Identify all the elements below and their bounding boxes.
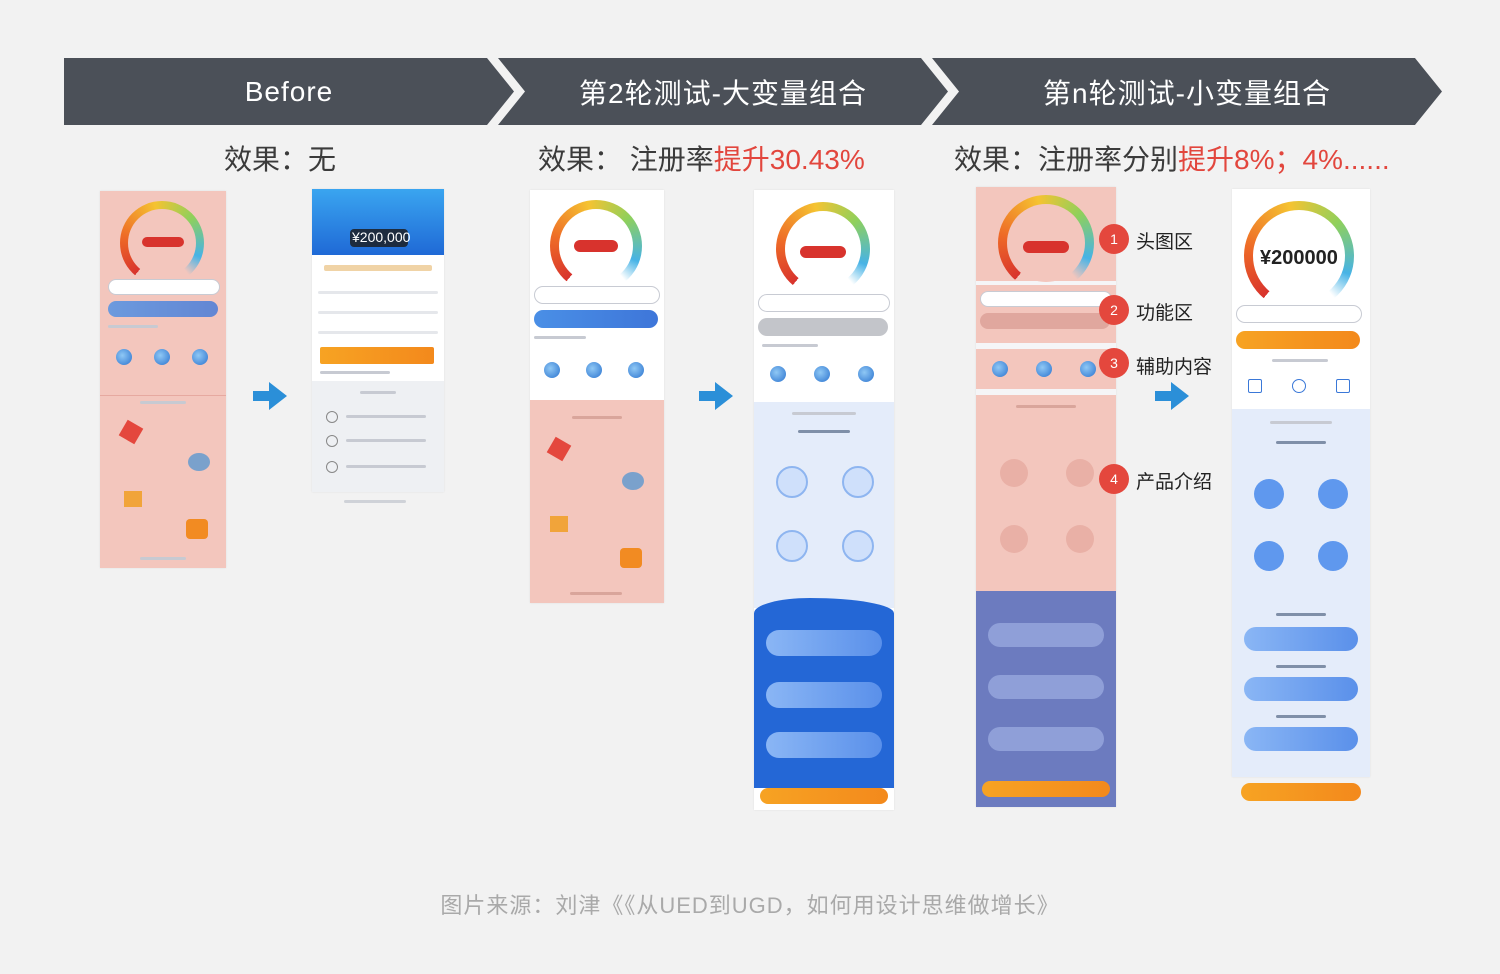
calc-button[interactable] bbox=[108, 301, 218, 317]
final-apply-button[interactable] bbox=[1241, 783, 1361, 801]
effect-roundn-prefix: 效果：注册率分别 bbox=[954, 144, 1179, 175]
calc-button[interactable] bbox=[534, 310, 658, 328]
image-source-caption: 图片来源：刘津《《从UED到UGD，如何用设计思维做增长》 bbox=[440, 893, 1060, 918]
calc-button[interactable] bbox=[1236, 331, 1360, 349]
apply-button[interactable] bbox=[982, 781, 1110, 797]
phone-input-field[interactable] bbox=[758, 294, 890, 312]
effect-round2-highlight: 提升30.43% bbox=[713, 144, 865, 175]
header-roundn: 第n轮测试-小变量组合 bbox=[932, 58, 1442, 125]
phone-before-a bbox=[100, 191, 226, 568]
effect-before: 效果：无 bbox=[224, 144, 337, 175]
arrow-right-icon bbox=[1155, 382, 1189, 410]
annotation-label-2: 功能区 bbox=[1136, 303, 1194, 324]
phone-roundn-b: ¥200000 bbox=[1232, 189, 1370, 777]
effect-roundn: 效果：注册率分别提升8%；4%...... bbox=[954, 138, 1390, 178]
header-round2: 第2轮测试-大变量组合 bbox=[498, 58, 948, 125]
phone-round2-b bbox=[754, 190, 894, 810]
arrow-right-icon bbox=[699, 382, 733, 410]
phone-input-field[interactable] bbox=[1236, 305, 1362, 323]
apply-button[interactable] bbox=[320, 347, 434, 364]
arrow-right-icon bbox=[253, 382, 287, 410]
effect-round2-prefix: 效果： 注册率 bbox=[538, 144, 714, 175]
annotation-badge-1: 1 bbox=[1099, 224, 1129, 254]
header-before: Before bbox=[64, 58, 514, 125]
apply-button[interactable] bbox=[760, 788, 888, 804]
calc-button[interactable] bbox=[980, 313, 1110, 329]
header-roundn-label: 第n轮测试-小变量组合 bbox=[1043, 77, 1331, 109]
header-before-label: Before bbox=[244, 75, 334, 107]
annotation-badge-2: 2 bbox=[1099, 295, 1129, 325]
final-amount: ¥200000 bbox=[1260, 247, 1338, 269]
phone-input-field[interactable] bbox=[534, 286, 660, 304]
phone-roundn-a bbox=[976, 187, 1116, 807]
effect-round2: 效果： 注册率提升30.43% bbox=[538, 138, 865, 178]
before-amount: ¥200,000 bbox=[352, 229, 411, 245]
phone-before-b: ¥200,000 bbox=[312, 189, 444, 492]
calc-button[interactable] bbox=[758, 318, 888, 336]
annotation-label-4: 产品介绍 bbox=[1136, 472, 1213, 493]
annotation-badge-3: 3 bbox=[1099, 348, 1129, 378]
phone-round2-a bbox=[530, 190, 664, 603]
effect-roundn-highlight: 提升8%；4%...... bbox=[1178, 144, 1390, 175]
annotation-label-3: 辅助内容 bbox=[1136, 357, 1213, 378]
annotation-label-1: 头图区 bbox=[1136, 232, 1194, 253]
header-round2-label: 第2轮测试-大变量组合 bbox=[579, 77, 867, 109]
phone-input-field[interactable] bbox=[108, 279, 220, 295]
annotation-badge-4: 4 bbox=[1099, 464, 1129, 494]
phone-input-field[interactable] bbox=[980, 291, 1112, 307]
